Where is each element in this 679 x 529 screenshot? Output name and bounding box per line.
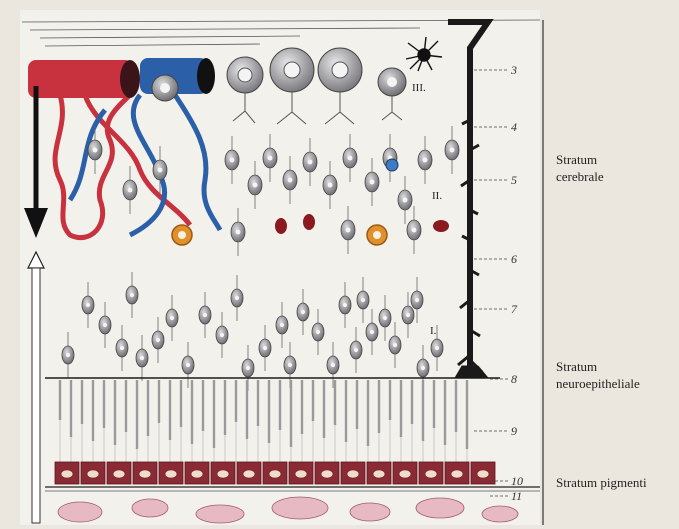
stratum-cerebrale-label: Stratum cerebrale bbox=[556, 151, 604, 185]
pigment-cell bbox=[55, 462, 79, 484]
pigment-cell bbox=[419, 462, 443, 484]
stratum-neuroepitheliale-label: Stratum neuroepitheliale bbox=[556, 358, 640, 392]
layer-number-7: 7 bbox=[511, 302, 517, 317]
roman-numeral-ii: II. bbox=[432, 190, 442, 202]
stratum-cerebrale-line-1: Stratum bbox=[556, 151, 604, 168]
layer-number-10: 10 bbox=[511, 474, 523, 489]
layer-number-6: 6 bbox=[511, 252, 517, 267]
pigment-cell bbox=[185, 462, 209, 484]
layer-number-4: 4 bbox=[511, 120, 517, 135]
layer-number-11: 11 bbox=[511, 489, 522, 504]
stratum-cerebrale-line-2: cerebrale bbox=[556, 168, 604, 185]
pigment-cell bbox=[445, 462, 469, 484]
pigment-epithelium bbox=[55, 462, 495, 484]
pigment-cell bbox=[367, 462, 391, 484]
pigment-cell bbox=[393, 462, 417, 484]
layer-number-9: 9 bbox=[511, 424, 517, 439]
pigment-cell bbox=[159, 462, 183, 484]
pigment-cell bbox=[289, 462, 313, 484]
stratum-neuroepitheliale-line-1: Stratum bbox=[556, 358, 640, 375]
layer-number-5: 5 bbox=[511, 173, 517, 188]
ganglion-cell bbox=[152, 75, 178, 101]
roman-numeral-i: I. bbox=[430, 325, 436, 337]
pigment-cell bbox=[211, 462, 235, 484]
layer-number-8: 8 bbox=[511, 372, 517, 387]
pigment-cell bbox=[315, 462, 339, 484]
pigment-cell bbox=[341, 462, 365, 484]
stratum-pigmenti-label: Stratum pigmenti bbox=[556, 474, 647, 491]
stratum-neuroepitheliale-line-2: neuroepitheliale bbox=[556, 375, 640, 392]
pigment-cell bbox=[81, 462, 105, 484]
pigment-cell bbox=[107, 462, 131, 484]
pigment-cell bbox=[263, 462, 287, 484]
roman-numeral-iii: III. bbox=[412, 82, 426, 94]
pigment-cell bbox=[133, 462, 157, 484]
vessel-cross-section bbox=[28, 58, 215, 98]
pigment-cell bbox=[237, 462, 261, 484]
layer-number-3: 3 bbox=[511, 63, 517, 78]
